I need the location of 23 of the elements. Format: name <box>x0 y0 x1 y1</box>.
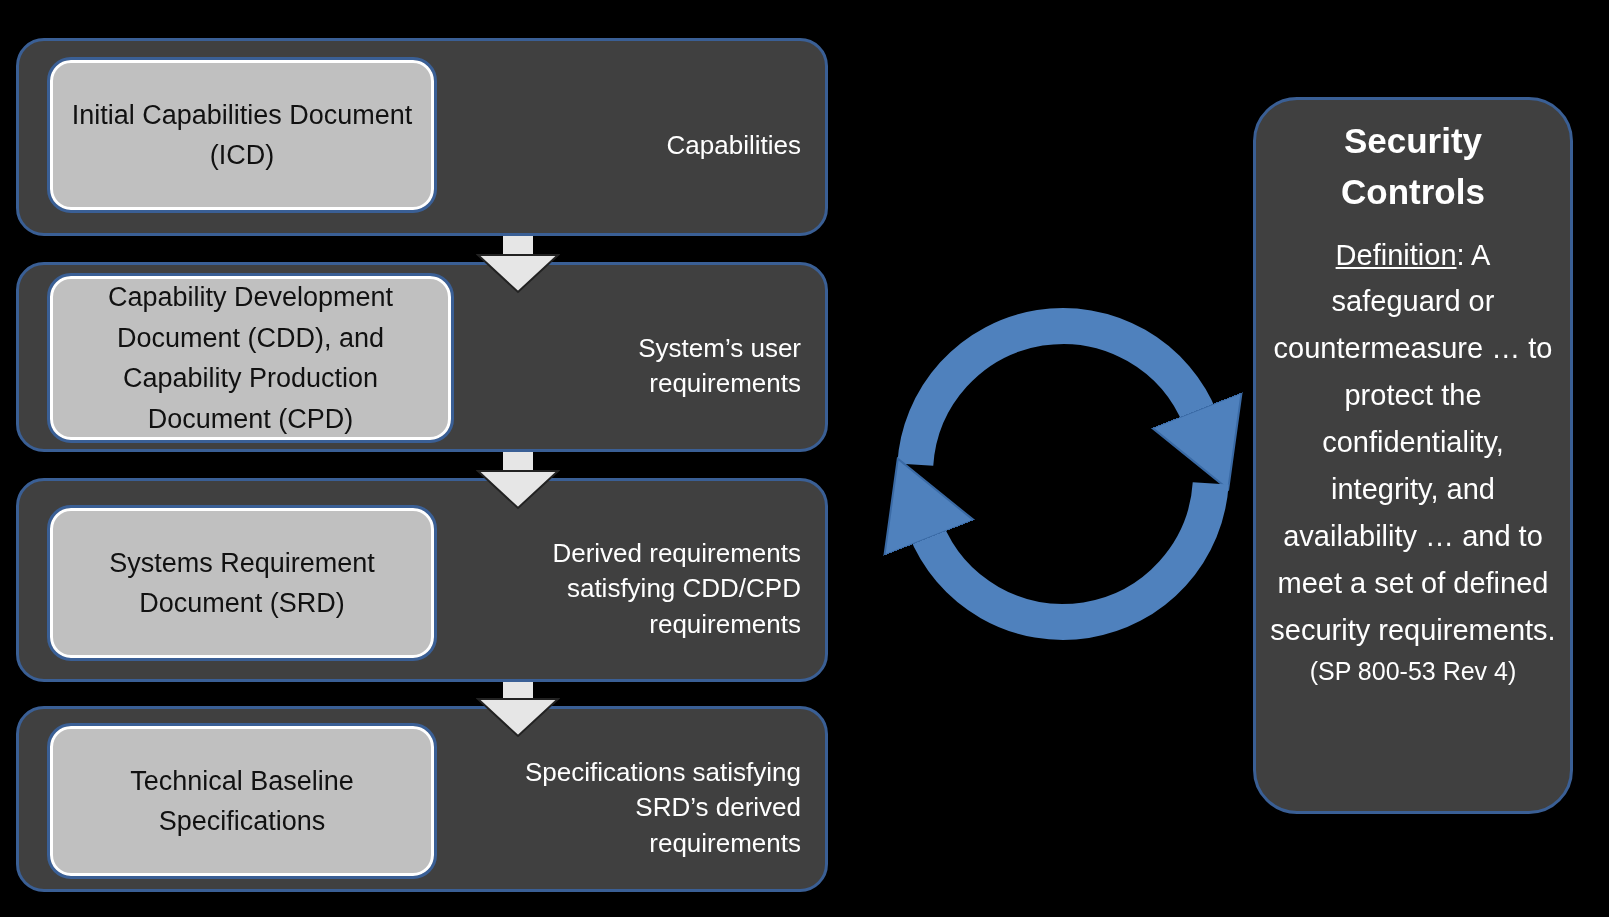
stage-label: System’s user requirements <box>637 331 801 400</box>
down-arrow <box>477 682 559 737</box>
stage-panel <box>16 38 828 236</box>
document-label: Systems Requirement Document (SRD) <box>108 546 376 620</box>
document-box <box>47 57 437 213</box>
citation: (SP 800-53 Rev 4) <box>1309 656 1517 688</box>
definition-text: Definition: A safeguard or countermeasure … to protect the confidentiality, integrity, and availability … and to meet a set of defined security requirements. <box>1270 237 1556 649</box>
document-label: Technical Baseline Specifications <box>129 764 355 838</box>
definition-panel <box>1253 97 1573 814</box>
stage-label: Derived requirements satisfying CDD/CPD requirements <box>551 537 801 641</box>
stage-label: Capabilities <box>666 129 801 163</box>
stage-panel <box>16 262 828 452</box>
document-label: Capability Development Document (CDD), and Capability Production Document (CPD) <box>106 281 395 436</box>
document-box <box>47 505 437 661</box>
panel-heading: Security Controls <box>1340 120 1486 213</box>
document-box <box>47 273 454 443</box>
document-label: Initial Capabilities Document (ICD) <box>70 98 414 172</box>
stage-panel <box>16 478 828 682</box>
down-arrow <box>477 236 559 293</box>
document-box <box>47 723 437 879</box>
down-arrow <box>477 452 559 509</box>
stage-panel <box>16 706 828 892</box>
stage-label: Specifications satisfying SRD’s derived requirements <box>523 756 801 860</box>
